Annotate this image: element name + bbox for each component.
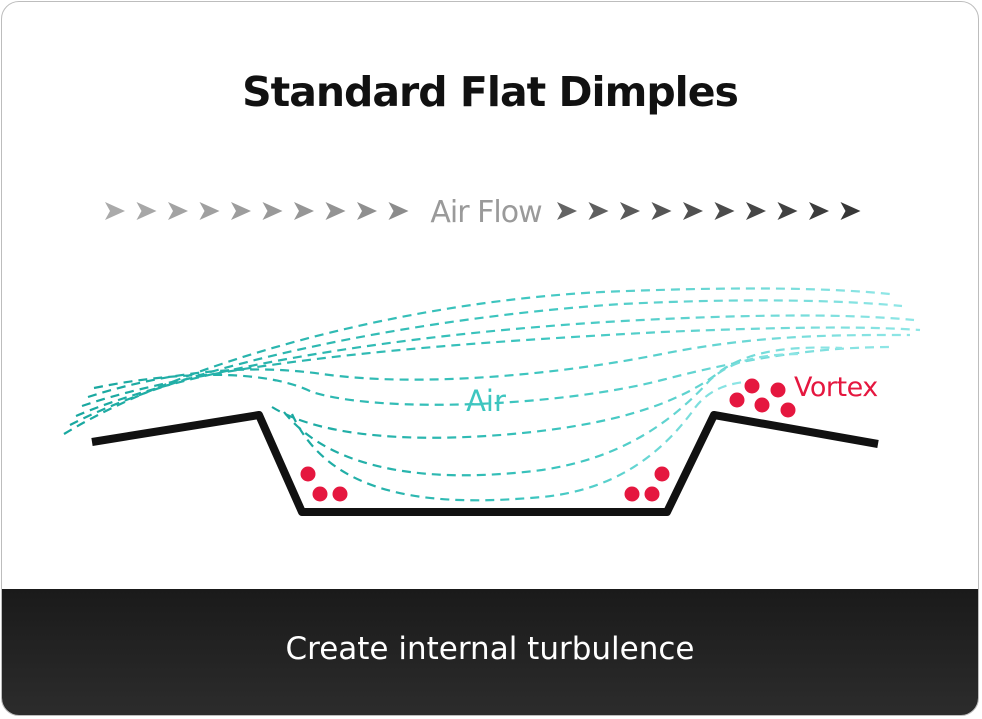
airflow-arrow-icon xyxy=(199,202,220,220)
airflow-arrow-icon xyxy=(168,202,188,220)
airflow-arrow-icon xyxy=(357,202,377,220)
streamline xyxy=(271,346,843,439)
airflow-arrow-icon xyxy=(809,202,829,220)
streamline xyxy=(283,352,803,477)
vortex-dot xyxy=(744,378,760,394)
vortex-dot xyxy=(729,392,745,408)
vortex-dot xyxy=(754,397,770,413)
air-streamlines xyxy=(63,287,921,502)
airflow-arrow-icon xyxy=(746,202,766,220)
vortex-dot xyxy=(780,402,796,418)
airflow-arrow-icon xyxy=(588,202,609,220)
air-label: Air xyxy=(466,384,506,418)
airflow-arrow-icon xyxy=(714,202,735,220)
streamline xyxy=(63,287,891,435)
airflow-arrow-icon xyxy=(777,202,798,220)
vortex-dot xyxy=(624,486,640,502)
vortex-dot xyxy=(312,486,328,502)
airflow-arrow-icon xyxy=(262,202,283,220)
caption-text: Create internal turbulence xyxy=(285,631,695,667)
airflow-arrow-icon xyxy=(651,202,672,220)
airflow-arrow-icon xyxy=(294,202,314,220)
airflow-arrow-icon xyxy=(840,202,861,220)
streamline xyxy=(87,333,911,399)
vortex-dot xyxy=(654,466,670,482)
vortex-dot xyxy=(300,466,316,482)
airflow-arrow-icon xyxy=(231,202,251,220)
airflow-arrows-right xyxy=(557,202,861,220)
streamline xyxy=(93,345,893,406)
streamline xyxy=(75,314,915,418)
caption-bar: Create internal turbulence xyxy=(2,589,978,715)
vortex-dots xyxy=(300,378,796,502)
streamline xyxy=(290,380,745,502)
vortex-dot xyxy=(770,382,786,398)
vortex-label: Vortex xyxy=(794,372,878,403)
airflow-arrows-left xyxy=(105,202,409,220)
dimple-diagram: Air Flow Air xyxy=(63,195,921,516)
vortex-dot xyxy=(332,486,348,502)
airflow-arrow-icon xyxy=(683,202,703,220)
airflow-arrow-icon xyxy=(105,202,125,220)
dimple-surface xyxy=(91,411,879,516)
airflow-label: Air Flow xyxy=(430,195,542,230)
airflow-arrow-icon xyxy=(388,202,409,220)
diagram-title: Standard Flat Dimples xyxy=(242,68,739,116)
airflow-arrow-icon xyxy=(136,202,157,220)
airflow-arrow-icon xyxy=(325,202,346,220)
vortex-dot xyxy=(644,486,660,502)
airflow-arrow-icon xyxy=(557,202,577,220)
airflow-arrow-icon xyxy=(620,202,640,220)
